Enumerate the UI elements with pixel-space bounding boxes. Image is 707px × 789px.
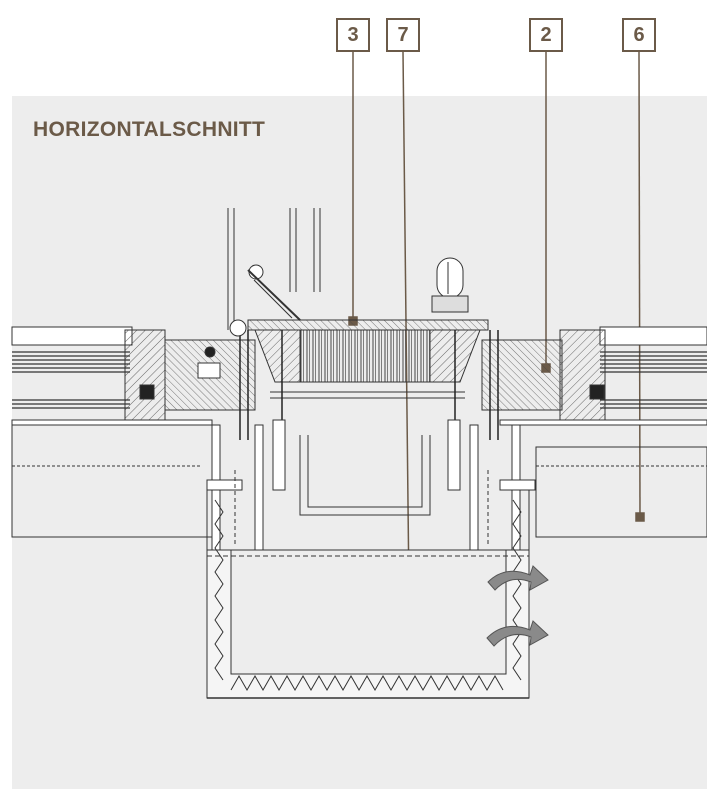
airflow-arrows <box>486 565 549 647</box>
frame-drawing <box>11 208 707 699</box>
callout-3: 3 <box>336 18 370 52</box>
leader-6-marker <box>635 512 645 522</box>
callout-6: 6 <box>622 18 656 52</box>
right-mullion <box>481 329 606 421</box>
callout-7: 7 <box>386 18 420 52</box>
leader-6 <box>638 51 641 519</box>
section-title: HORIZONTALSCHNITT <box>33 118 266 141</box>
left-mullion <box>124 329 256 421</box>
airflow-arrow-icon <box>487 565 549 591</box>
left-glazing <box>12 351 130 409</box>
left-lower-box <box>11 424 213 538</box>
left-top-frame <box>11 326 133 346</box>
right-glazing <box>600 351 707 409</box>
right-lower-rail <box>499 419 707 426</box>
right-posts <box>469 424 536 551</box>
left-posts <box>206 424 264 551</box>
airflow-arrow-icon <box>486 620 549 647</box>
lower-channel <box>206 490 530 699</box>
sash-top-left <box>227 208 321 337</box>
right-top-frame <box>599 326 707 346</box>
handle <box>431 257 469 313</box>
callout-2: 2 <box>529 18 563 52</box>
center-panel <box>247 319 489 399</box>
screws <box>239 330 499 440</box>
right-lower-box <box>535 446 707 538</box>
u-bracket <box>272 419 461 516</box>
left-lower-rail <box>11 419 213 426</box>
